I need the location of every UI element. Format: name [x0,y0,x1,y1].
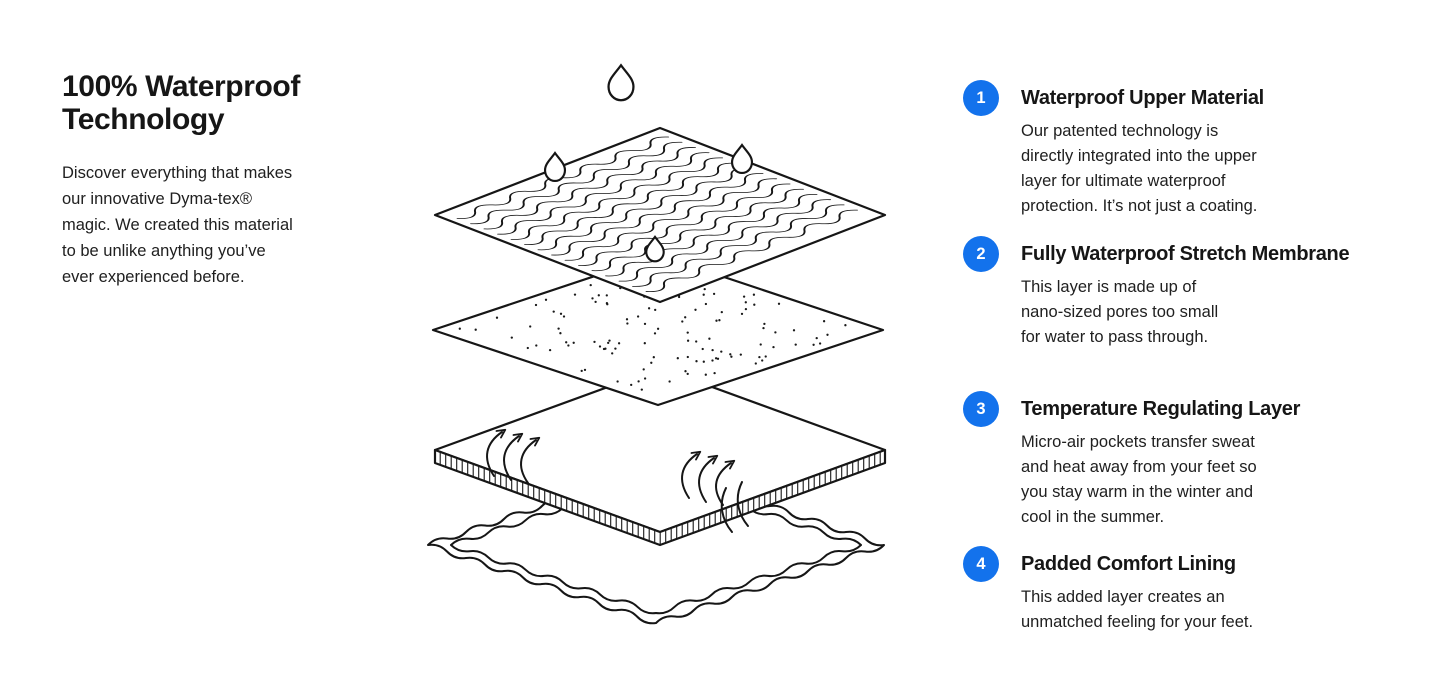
feature-description: Our patented technology is directly inte… [1021,122,1258,215]
feature-number-badge: 2 [963,236,999,272]
feature-title: Padded Comfort Lining [1021,553,1236,575]
feature-item-2: 2 Fully Waterproof Stretch Membrane This… [963,236,1350,350]
feature-text: Temperature Regulating Layer Micro-air p… [1021,391,1300,530]
nano-pore-dots [458,269,847,391]
stretch-membrane-layer [431,253,885,407]
waterproof-upper-layer [433,126,887,304]
feature-text: Fully Waterproof Stretch Membrane This l… [1021,236,1350,350]
water-droplet-icon [607,64,635,102]
wave-texture [456,136,859,292]
feature-item-4: 4 Padded Comfort Lining This added layer… [963,546,1253,635]
feature-number-badge: 1 [963,80,999,116]
airflow-arrows [486,428,749,533]
feature-number-badge: 3 [963,391,999,427]
feature-title: Temperature Regulating Layer [1021,398,1301,420]
section-description: Discover everything that makes our innov… [62,164,293,286]
intro-block: 100% Waterproof Technology Discover ever… [62,70,382,290]
feature-text: Waterproof Upper Material Our patented t… [1021,80,1264,219]
feature-text: Padded Comfort Lining This added layer c… [1021,546,1253,635]
feature-number-badge: 4 [963,546,999,582]
feature-description: This layer is made up of nano-sized pore… [1021,278,1219,346]
material-layers-diagram [427,64,887,625]
feature-list: 1 Waterproof Upper Material Our patented… [963,0,1403,700]
feature-description: Micro-air pockets transfer sweat and hea… [1021,433,1257,526]
feature-description: This added layer creates an unmatched fe… [1021,588,1254,631]
temperature-regulating-layer [433,366,887,547]
feature-title: Waterproof Upper Material [1021,87,1264,109]
water-drop-icon [730,143,754,175]
water-drop-icon [543,151,567,183]
section-title: 100% Waterproof Technology [62,70,300,136]
feature-item-3: 3 Temperature Regulating Layer Micro-air… [963,391,1300,530]
feature-item-1: 1 Waterproof Upper Material Our patented… [963,80,1264,219]
feature-title: Fully Waterproof Stretch Membrane [1021,243,1350,265]
